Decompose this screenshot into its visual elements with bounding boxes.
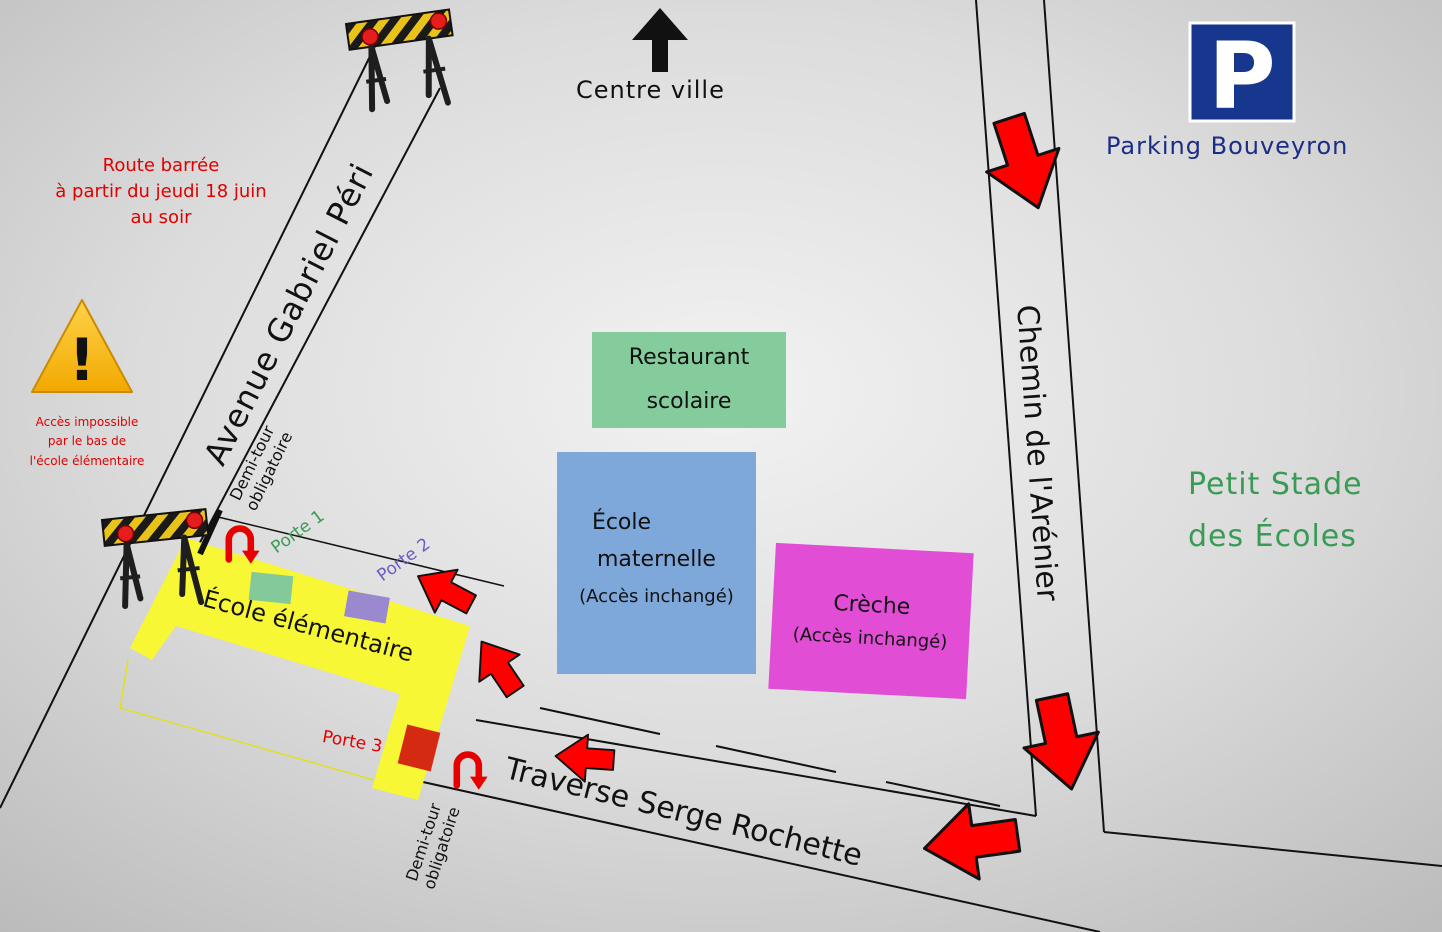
maternelle-label-line3: (Accès inchangé) <box>579 586 734 607</box>
parking-letter: P <box>1208 23 1275 130</box>
warning-line2: par le bas de <box>47 434 127 449</box>
notice-line3: au soir <box>130 207 192 229</box>
petit-stade-label-line1: Petit Stade <box>1188 467 1363 502</box>
parking-bouveyron-label: Parking Bouveyron <box>1106 132 1349 160</box>
maternelle-label-line1: École <box>591 510 652 535</box>
creche-label-line2: (Accès inchangé) <box>792 623 948 654</box>
street-avenue-gabriel-peri <box>0 39 441 809</box>
restaurant-label-line2: scolaire <box>646 389 732 414</box>
street-traverse-serge-rochette <box>413 707 1101 932</box>
warning-symbol: ! <box>69 326 95 394</box>
petit-stade-label-line2: des Écoles <box>1188 519 1357 554</box>
maternelle-label-line2: maternelle <box>597 547 716 572</box>
notice-line2: à partir du jeudi 18 juin <box>55 180 267 202</box>
warning-triangle-icon: ! <box>31 299 133 394</box>
porte-1-marker <box>248 571 294 605</box>
creche-building: Crèche (Accès inchangé) <box>768 542 974 700</box>
ecole-maternelle-building: École maternelle (Accès inchangé) <box>557 452 756 674</box>
restaurant-label-line1: Restaurant <box>628 344 750 370</box>
centre-ville-arrow-icon <box>632 8 688 72</box>
restaurant-scolaire-building: Restaurant scolaire <box>592 332 786 428</box>
centre-ville-label: Centre ville <box>576 76 725 104</box>
parking-sign-icon: P <box>1188 21 1296 130</box>
notice-line1: Route barrée <box>102 154 220 176</box>
warning-line1: Accès impossible <box>35 415 139 430</box>
ecole-elementaire-outline <box>119 659 375 781</box>
road-closure-notice: Route barrée à partir du jeudi 18 juin a… <box>24 154 298 230</box>
porte-3-marker <box>397 724 441 772</box>
creche-label-line1: Crèche <box>832 591 911 621</box>
road-closure-line <box>197 508 223 556</box>
street-chemin-arenier <box>975 0 1442 867</box>
warning-notice: Accès impossible par le bas de l'école é… <box>12 412 162 472</box>
warning-line3: l'école élémentaire <box>29 453 145 468</box>
porte-2-marker <box>344 590 390 624</box>
